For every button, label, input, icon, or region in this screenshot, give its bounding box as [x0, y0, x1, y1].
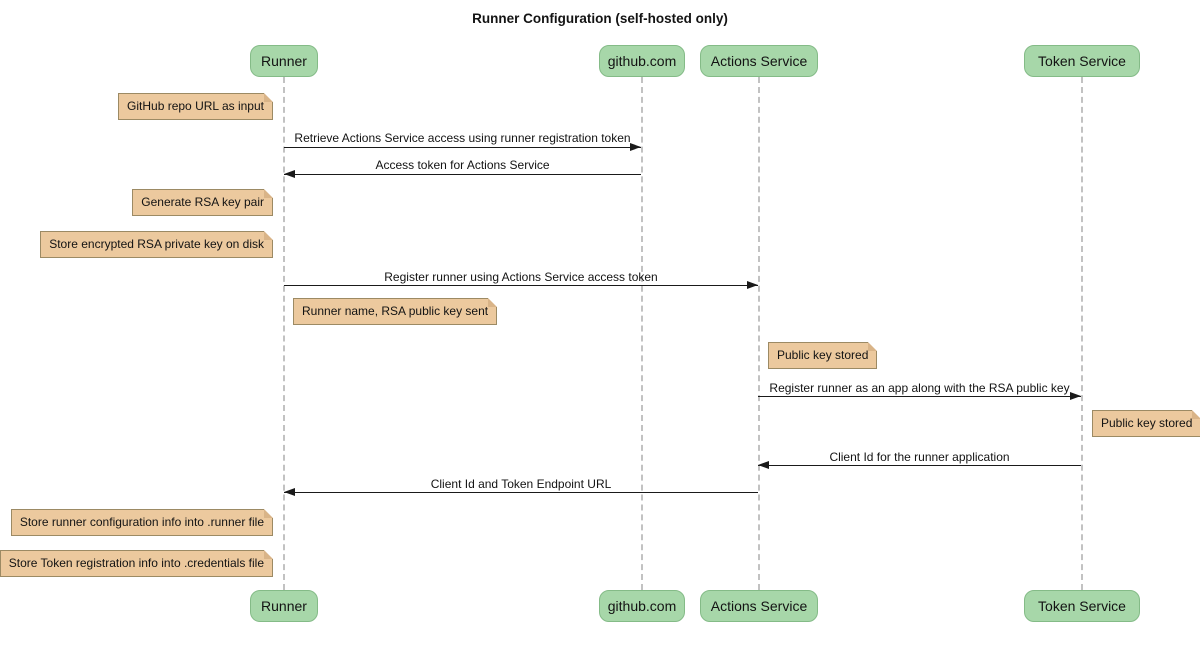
- message-6-line: [284, 492, 758, 493]
- note-runner-name-sent: Runner name, RSA public key sent: [293, 298, 498, 325]
- participant-token-service-top: Token Service: [1024, 45, 1140, 77]
- arrowhead-right-icon: [747, 281, 758, 289]
- message-4-label: Register runner as an app along with the…: [769, 381, 1070, 395]
- arrowhead-left-icon: [284, 170, 295, 178]
- arrowhead-left-icon: [284, 488, 295, 496]
- lifeline-token-service: [1081, 77, 1083, 590]
- lifeline-runner: [283, 77, 285, 590]
- note-store-runner-file: Store runner configuration info into .ru…: [10, 509, 274, 536]
- participant-runner-top: Runner: [250, 45, 318, 77]
- note-public-key-stored-token: Public key stored: [1092, 410, 1200, 437]
- message-5-label: Client Id for the runner application: [829, 450, 1010, 464]
- message-1-line: [284, 147, 641, 148]
- message-2-label: Access token for Actions Service: [375, 158, 550, 172]
- participant-actions-service-bottom: Actions Service: [700, 590, 818, 622]
- arrowhead-left-icon: [758, 461, 769, 469]
- message-1-label: Retrieve Actions Service access using ru…: [294, 131, 631, 145]
- participant-actions-service-top: Actions Service: [700, 45, 818, 77]
- lifeline-actions-service: [758, 77, 760, 590]
- participant-token-service-bottom: Token Service: [1024, 590, 1140, 622]
- diagram-title: Runner Configuration (self-hosted only): [472, 11, 728, 26]
- message-4-line: [758, 396, 1081, 397]
- arrowhead-right-icon: [630, 143, 641, 151]
- participant-github-bottom: github.com: [599, 590, 685, 622]
- note-public-key-stored-actions: Public key stored: [768, 342, 878, 369]
- note-store-credentials-file: Store Token registration info into .cred…: [0, 550, 274, 577]
- arrowhead-right-icon: [1070, 392, 1081, 400]
- participant-github-top: github.com: [599, 45, 685, 77]
- note-github-repo-url: GitHub repo URL as input: [118, 93, 273, 120]
- message-3-label: Register runner using Actions Service ac…: [384, 270, 658, 284]
- message-2-line: [284, 174, 641, 175]
- message-3-line: [284, 285, 758, 286]
- lifeline-github: [641, 77, 643, 590]
- note-generate-rsa-key: Generate RSA key pair: [132, 189, 273, 216]
- participant-runner-bottom: Runner: [250, 590, 318, 622]
- message-6-label: Client Id and Token Endpoint URL: [430, 477, 612, 491]
- note-store-private-key: Store encrypted RSA private key on disk: [40, 231, 273, 258]
- message-5-line: [758, 465, 1081, 466]
